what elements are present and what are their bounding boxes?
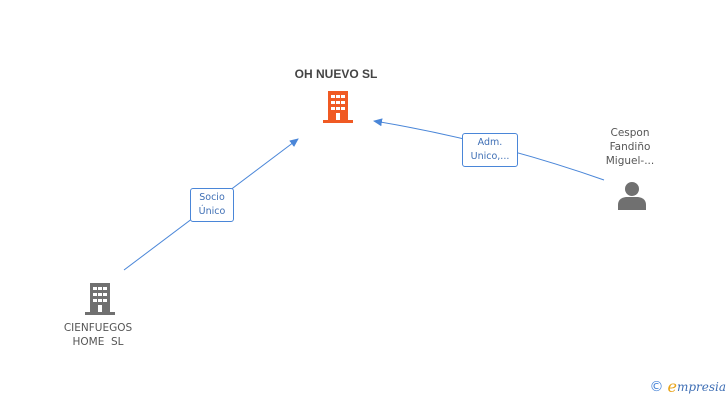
brand-logo-text: mpresia	[676, 379, 726, 394]
shareholder-company-name[interactable]: CIENFUEGOS HOME SL	[48, 321, 148, 349]
brand-footer[interactable]: © e mpresia	[649, 377, 726, 396]
person-name[interactable]: Cespon Fandiño Miguel-...	[589, 126, 671, 168]
person-name-line-1: Cespon	[610, 127, 650, 139]
person-name-line-2: Fandiño	[609, 141, 651, 153]
edge-adm-label-line-1: Adm.	[477, 137, 503, 148]
person-icon[interactable]	[616, 180, 648, 210]
shareholder-company-name-line-2: HOME SL	[72, 336, 124, 348]
edge-socio-label-line-2: Único	[198, 206, 226, 217]
edge-socio-label-line-1: Socio	[199, 192, 225, 203]
copyright-icon: ©	[649, 378, 664, 395]
main-company-name[interactable]: OH NUEVO SL	[294, 67, 378, 81]
shareholder-company-name-line-1: CIENFUEGOS	[63, 322, 133, 334]
person-name-line-3: Miguel-...	[605, 155, 655, 167]
edge-socio-label[interactable]: Socio Único	[190, 188, 234, 222]
edge-adm-label[interactable]: Adm. Unico,...	[462, 133, 518, 167]
shareholder-company-building-icon[interactable]	[84, 282, 116, 316]
edge-adm-label-line-2: Unico,...	[470, 151, 510, 162]
brand-logo-initial: e	[667, 377, 677, 396]
main-company-building-icon[interactable]	[322, 90, 354, 124]
